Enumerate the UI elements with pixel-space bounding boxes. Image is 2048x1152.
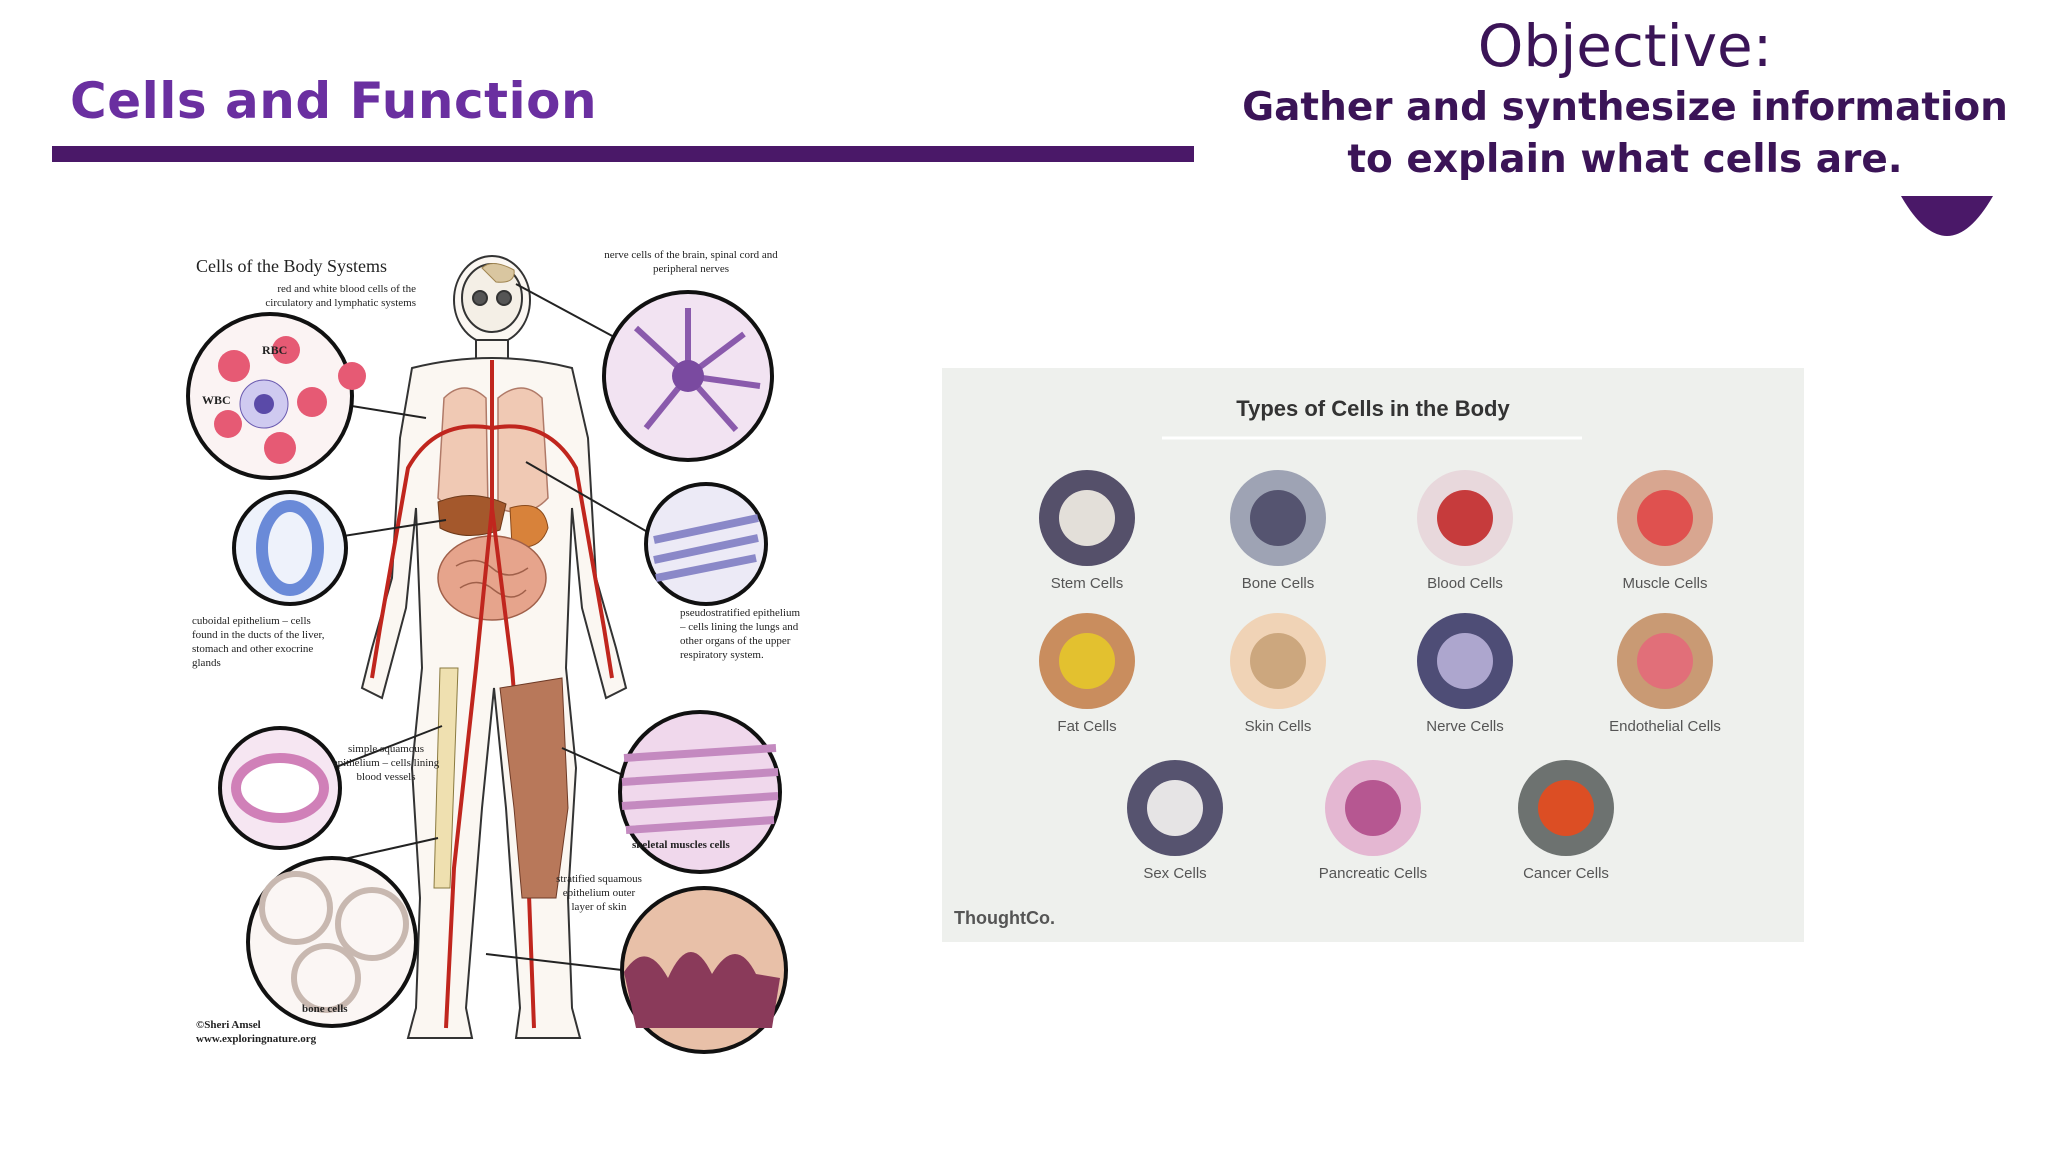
cell-types-infographic: Types of Cells in the Body Stem Cells Bon… — [942, 368, 1804, 942]
cell-type-nerve-cells: Nerve Cells — [1417, 613, 1513, 735]
objective-text: Gather and synthesize information to exp… — [1242, 85, 2008, 182]
cell-types-title: Types of Cells in the Body — [1236, 396, 1510, 421]
body-systems-illustration: Cells of the Body Systems — [176, 248, 802, 1058]
skeletal-label: skeletal muscles cells — [632, 839, 730, 851]
nerve-label: nerve cells of the brain, spinal cord an… — [604, 249, 778, 275]
cell-grid: Stem Cells Bone Cells Blood Cells Muscle Ce… — [1039, 470, 1721, 882]
cell-label: Fat Cells — [1057, 718, 1116, 735]
skeletal-muscle-circle — [618, 710, 782, 874]
cell-core — [1059, 490, 1115, 546]
cell-core — [1250, 633, 1306, 689]
stratified-label: stratified squamous epithelium outer lay… — [556, 873, 642, 913]
cell-core — [1437, 490, 1493, 546]
cell-core — [1637, 633, 1693, 689]
pseudostratified-circle — [644, 482, 768, 606]
squamous-circle — [218, 726, 342, 850]
cell-type-stem-cells: Stem Cells — [1039, 470, 1135, 592]
cell-core — [1345, 780, 1401, 836]
bone-label: bone cells — [302, 1003, 348, 1015]
nerve-cells-circle — [602, 290, 774, 462]
cell-label: Endothelial Cells — [1609, 718, 1721, 735]
cell-core — [1059, 633, 1115, 689]
cell-core — [1437, 633, 1493, 689]
cuboidal-circle — [232, 490, 348, 606]
credit-author: ©Sheri Amsel — [196, 1019, 261, 1031]
cell-core — [1637, 490, 1693, 546]
slide-title: Cells and Function — [70, 72, 598, 130]
thoughtco-watermark: ThoughtCo. — [954, 908, 1055, 928]
wbc-label: WBC — [202, 393, 231, 407]
body-figure-title: Cells of the Body Systems — [196, 256, 387, 276]
cell-label: Bone Cells — [1242, 575, 1315, 592]
cell-type-sex-cells: Sex Cells — [1127, 760, 1223, 882]
cuboidal-label: cuboidal epithelium – cells found in the… — [192, 615, 325, 669]
blood-cells-circle: RBC WBC — [186, 312, 366, 480]
cell-type-endothelial-cells: Endothelial Cells — [1609, 613, 1721, 735]
cell-type-pancreatic-cells: Pancreatic Cells — [1319, 760, 1427, 882]
cell-label: Nerve Cells — [1426, 718, 1504, 735]
cell-core — [1147, 780, 1203, 836]
cell-type-bone-cells: Bone Cells — [1230, 470, 1326, 592]
cell-type-blood-cells: Blood Cells — [1417, 470, 1513, 592]
rbc-label: RBC — [262, 343, 287, 357]
cell-label: Stem Cells — [1051, 575, 1124, 592]
femur — [433, 667, 459, 889]
cell-label: Cancer Cells — [1523, 865, 1609, 882]
cell-type-fat-cells: Fat Cells — [1039, 613, 1135, 735]
cell-type-skin-cells: Skin Cells — [1230, 613, 1326, 735]
cell-type-cancer-cells: Cancer Cells — [1518, 760, 1614, 882]
title-underline — [52, 146, 1194, 162]
bone-cells-circle — [246, 856, 418, 1028]
cell-label: Pancreatic Cells — [1319, 865, 1427, 882]
intestines — [437, 535, 547, 621]
leg-muscles — [499, 677, 569, 899]
credit-site: www.exploringnature.org — [196, 1033, 317, 1045]
objective-heading: Objective: — [1477, 12, 1773, 80]
cell-type-muscle-cells: Muscle Cells — [1617, 470, 1713, 592]
cell-label: Blood Cells — [1427, 575, 1503, 592]
blood-label: red and white blood cells of the circula… — [265, 283, 416, 309]
cell-label: Sex Cells — [1143, 865, 1206, 882]
cell-core — [1538, 780, 1594, 836]
cell-core — [1250, 490, 1306, 546]
decorative-arc — [1897, 196, 1997, 254]
cell-label: Skin Cells — [1245, 718, 1312, 735]
pseudostratified-label: pseudostratified epithelium – cells lini… — [680, 607, 801, 661]
stratified-circle — [620, 886, 788, 1054]
squamous-label: simple squamous epithelium – cells linin… — [332, 743, 440, 783]
cell-label: Muscle Cells — [1622, 575, 1707, 592]
